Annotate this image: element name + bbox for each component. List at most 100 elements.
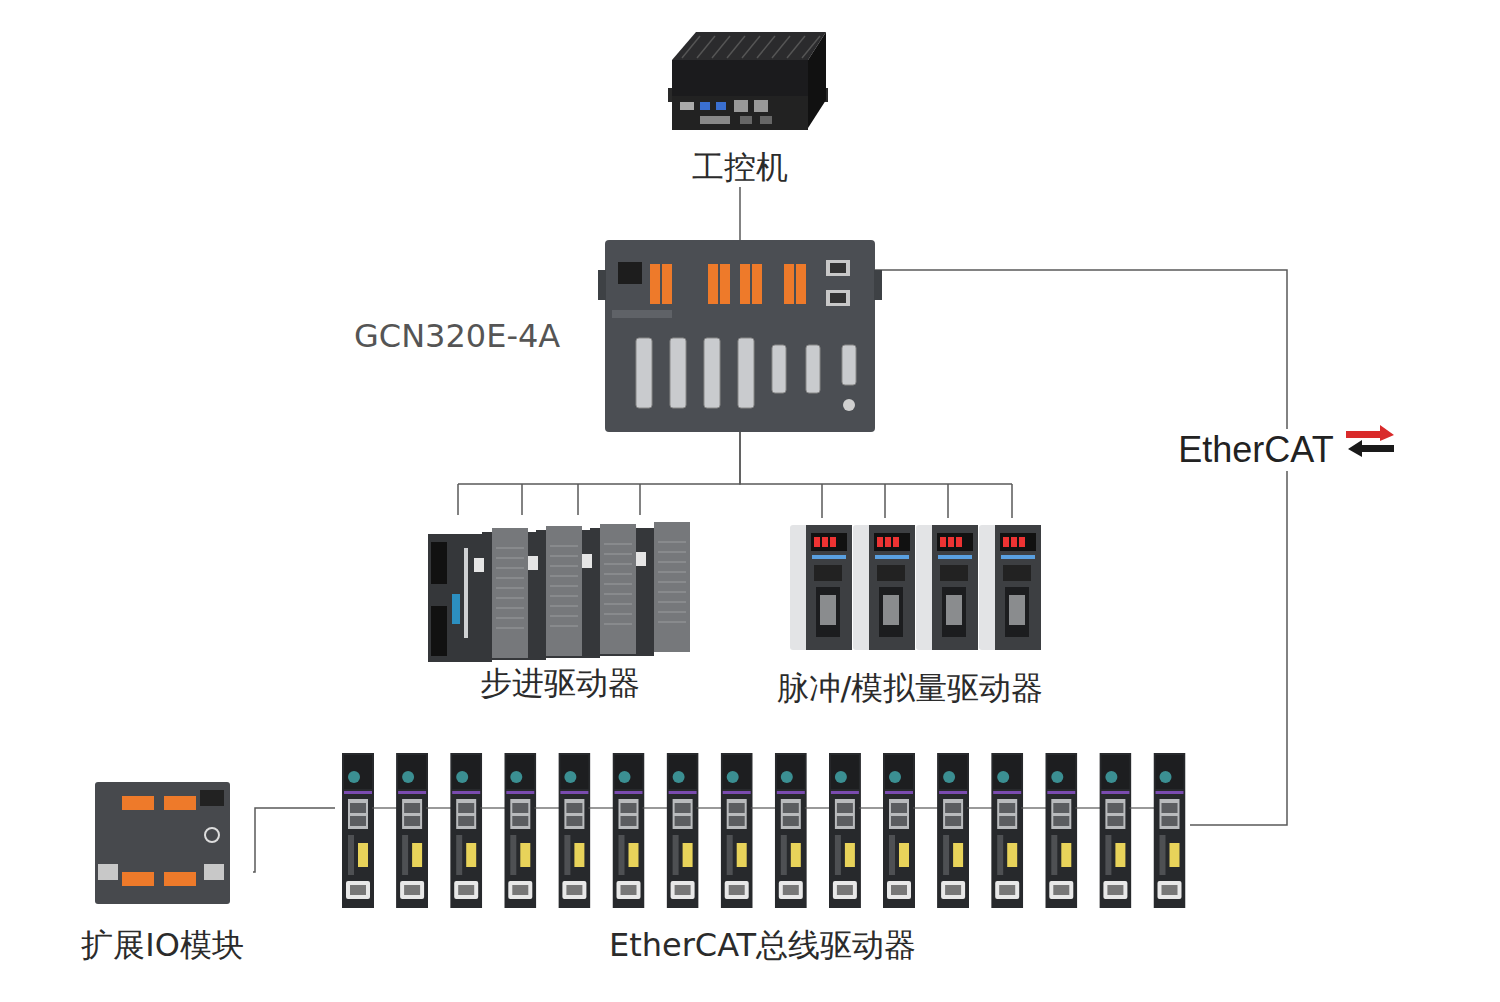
illustration-part: [757, 36, 775, 58]
illustration-part: [716, 102, 726, 110]
illustration-part: [830, 263, 846, 273]
illustration-part: [1346, 425, 1394, 441]
connector-line: [875, 270, 1287, 825]
io-module-illustration: [95, 782, 230, 904]
illustration-part: [721, 753, 753, 908]
illustration-part: [712, 36, 730, 58]
illustration-part: [618, 262, 642, 284]
illustration-part: [937, 753, 969, 908]
illustration-part: [643, 807, 669, 808]
illustration-part: [787, 36, 805, 58]
illustration-part: [853, 525, 915, 650]
illustration-part: [122, 796, 196, 886]
illustration-part: [164, 872, 196, 886]
device-caption: 步进驱动器: [476, 663, 644, 703]
illustration-part: [680, 102, 694, 110]
illustration-part: [534, 807, 560, 808]
illustration-part: [480, 807, 506, 808]
illustration-part: [826, 260, 850, 276]
device-node: GCN320E-4A: [350, 240, 875, 432]
illustration-part: [842, 345, 856, 385]
illustration-part: [1045, 753, 1077, 908]
bus-label: EtherCAT: [1174, 429, 1337, 471]
illustration-part: [204, 864, 224, 880]
ethercat-drive-illustrations: [342, 753, 1186, 908]
device-node: 扩展IO模块: [72, 775, 253, 965]
illustration-part: [164, 796, 196, 810]
illustration-part: [740, 116, 752, 124]
illustration-part: [372, 807, 398, 808]
illustration-part: [720, 264, 730, 304]
illustration-part: [874, 270, 882, 300]
illustration-part: [1154, 753, 1186, 908]
ipc-illustration: [668, 32, 828, 130]
illustration-part: [672, 32, 826, 60]
illustration-part: [428, 528, 528, 662]
connector-line: [253, 808, 335, 872]
illustration-part: [760, 116, 772, 124]
device-node: 脉冲/模拟量驱动器: [760, 518, 1060, 708]
illustration-part: [805, 807, 831, 808]
illustration-part: [740, 264, 750, 304]
illustration-part: [979, 525, 1041, 650]
illustration-part: [704, 338, 720, 408]
illustration-part: [697, 807, 723, 808]
illustration-part: [772, 36, 790, 58]
illustration-part: [682, 36, 820, 58]
illustration-part: [790, 525, 852, 650]
illustration-part: [1099, 753, 1131, 908]
illustration-part: [708, 264, 718, 304]
illustration-part: [612, 310, 672, 318]
stepper-drive-illustrations: [428, 522, 690, 662]
illustration-part: [450, 753, 482, 908]
illustration-part: [426, 807, 452, 808]
illustration-part: [1348, 440, 1394, 457]
illustration-part: [784, 264, 794, 304]
illustration-part: [682, 36, 700, 58]
illustration-part: [802, 36, 820, 58]
illustration-part: [598, 270, 606, 300]
illustration-part: [826, 290, 850, 306]
illustration-part: [843, 399, 855, 411]
illustration-part: [588, 807, 614, 808]
illustration-part: [859, 807, 885, 808]
device-caption: GCN320E-4A: [350, 316, 564, 356]
illustration-part: [98, 864, 118, 880]
illustration-part: [697, 36, 715, 58]
illustration-part: [636, 338, 652, 408]
servo-drive-illustrations: [790, 525, 1041, 650]
illustration-part: [95, 782, 230, 904]
device-caption: 扩展IO模块: [77, 925, 248, 965]
connector-line: [458, 432, 740, 515]
illustration-part: [734, 100, 748, 112]
illustration-part: [751, 807, 777, 808]
illustration-part: [752, 264, 762, 304]
illustration-part: [670, 338, 686, 408]
illustration-part: [613, 753, 645, 908]
connector-line: [739, 187, 741, 240]
illustration-part: [672, 96, 808, 130]
illustration-part: [742, 36, 760, 58]
device-caption: EtherCAT总线驱动器: [605, 925, 920, 965]
illustration-part: [913, 807, 939, 808]
illustration-part: [1075, 807, 1101, 808]
illustration-part: [650, 264, 660, 304]
illustration-part: [200, 790, 224, 806]
illustration-part: [754, 100, 768, 112]
illustration-part: [916, 525, 978, 650]
illustration-part: [662, 264, 672, 304]
illustration-part: [1344, 424, 1398, 458]
controller-illustration: [598, 240, 882, 432]
illustration-part: [504, 753, 536, 908]
illustration-part: [636, 338, 856, 408]
illustration-part: [806, 345, 820, 393]
device-caption: 脉冲/模拟量驱动器: [773, 668, 1048, 708]
illustration-part: [1021, 807, 1047, 808]
illustration-part: [558, 753, 590, 908]
illustration-part: [700, 102, 710, 110]
illustration-part: [991, 753, 1023, 908]
device-node: 步进驱动器: [425, 515, 695, 703]
device-node: EtherCAT总线驱动器: [335, 750, 1190, 965]
illustration-part: [829, 753, 861, 908]
